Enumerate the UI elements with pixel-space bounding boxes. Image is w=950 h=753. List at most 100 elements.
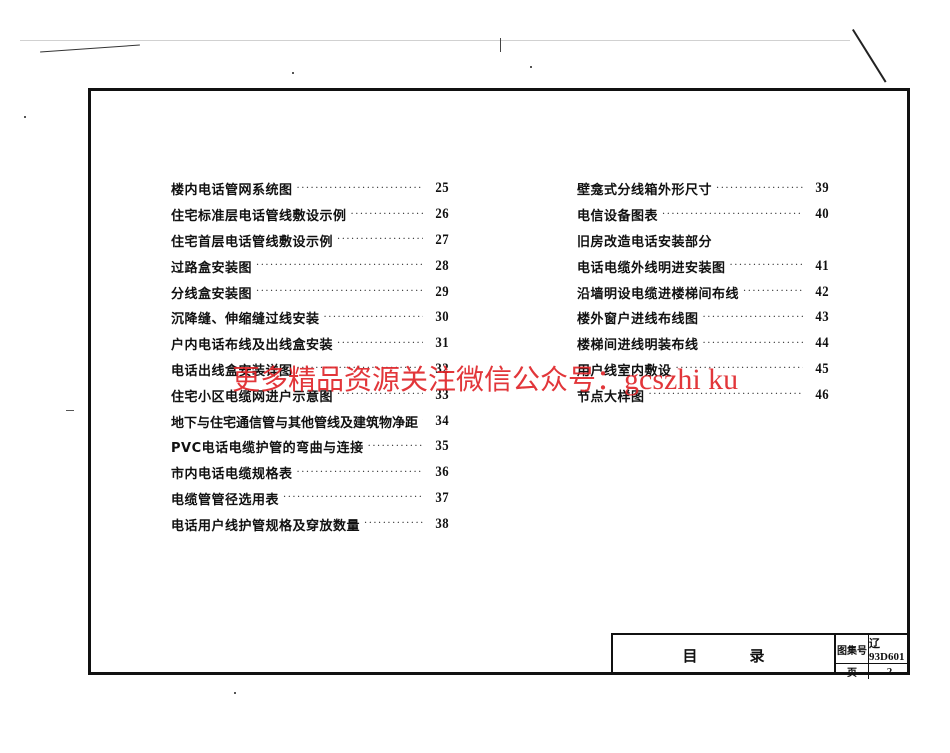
toc-entry: 楼内电话管网系统图 25 — [171, 176, 449, 202]
toc-entry-page: 41 — [815, 257, 829, 274]
toc-leader-dots — [297, 466, 423, 480]
toc-entry-title: PVC电话电缆护管的弯曲与连接 — [171, 441, 364, 457]
title-block-title: 目 录 — [613, 635, 836, 675]
toc-entry-page: 37 — [435, 489, 449, 506]
page-number-value: 2 — [886, 665, 893, 678]
toc-leader-dots — [337, 233, 423, 247]
toc-entry: 分线盒安装图 29 — [171, 279, 449, 305]
toc-leader-dots — [662, 208, 803, 222]
toc-entry: 电信设备图表 40 — [577, 202, 829, 228]
toc-entry: 住宅首层电话管线敷设示例27 — [171, 228, 449, 254]
toc-entry-title: 住宅小区电缆网进户示意图 — [171, 389, 334, 405]
toc-entry: 沿墙明设电缆进楼梯间布线 42 — [577, 279, 829, 305]
toc-leader-dots — [297, 182, 423, 196]
toc-entry-page: 28 — [435, 257, 449, 274]
toc-entry-title: 电话出线盒安装详图 — [171, 363, 293, 379]
atlas-number-label: 图集号 — [836, 635, 869, 664]
toc-entry-page: 46 — [815, 386, 829, 403]
toc-entry-page: 44 — [815, 335, 829, 352]
toc-entry-page: 39 — [815, 180, 829, 197]
toc-leader-dots — [368, 440, 423, 454]
toc-entry: 用户线室内敷设 45 — [577, 357, 829, 383]
atlas-number-value: 辽93D601 — [869, 635, 910, 664]
toc-entry: 住宅小区电缆网进户示意图 33 — [171, 382, 449, 408]
scan-speck — [24, 116, 26, 118]
toc-entry-title: 沿墙明设电缆进楼梯间布线 — [577, 286, 740, 302]
toc-entry-title: 住宅标准层电话管线敷设示例 — [171, 209, 347, 225]
title-block-info: 图集号 辽93D601 页 2 — [836, 635, 910, 679]
toc-entry: 户内电话布线及出线盒安装31 — [171, 331, 449, 357]
toc-entry: 电话出线盒安装详图 32 — [171, 357, 449, 383]
page-label: 页 — [836, 664, 869, 679]
toc-entry-page: 26 — [435, 206, 449, 223]
toc-entry-page: 27 — [435, 231, 449, 248]
toc-entry-title: 市内电话电缆规格表 — [171, 467, 293, 483]
toc-entry-title: 楼内电话管网系统图 — [171, 183, 293, 199]
toc-entry-title: 节点大样图 — [577, 389, 645, 405]
toc-entry: 地下与住宅通信管与其他管线及建筑物净距34 — [171, 408, 449, 434]
toc-leader-dots — [337, 388, 423, 402]
toc-entry: 节点大样图 46 — [577, 382, 829, 408]
toc-entry: 过路盒安装图 28 — [171, 253, 449, 279]
toc-leader-dots — [324, 311, 423, 325]
toc-leader-dots — [422, 414, 423, 428]
toc-entry-page: 34 — [435, 412, 449, 429]
toc-entry-title: 过路盒安装图 — [171, 260, 253, 276]
toc-leader-dots — [716, 182, 803, 196]
toc-entry-title: 电信设备图表 — [577, 209, 659, 225]
toc-entry-page: 35 — [435, 438, 449, 455]
toc-leader-dots — [256, 285, 423, 299]
toc-entry-page: 38 — [435, 515, 449, 532]
toc-entry-title: 分线盒安装图 — [171, 286, 253, 302]
toc-entry: 楼外窗户进线布线图 43 — [577, 305, 829, 331]
toc-leader-dots — [297, 362, 423, 376]
toc-entry-page: 25 — [435, 180, 449, 197]
toc-entry-page: 29 — [435, 283, 449, 300]
toc-leader-dots — [256, 259, 423, 273]
toc-entry: 沉降缝、伸缩缝过线安装 30 — [171, 305, 449, 331]
toc-entry-title: 电话电缆外线明进安装图 — [577, 260, 726, 276]
toc-leader-dots — [703, 337, 803, 351]
scan-speck — [234, 692, 236, 694]
drawing-frame — [88, 88, 910, 675]
toc-leader-dots — [364, 517, 423, 531]
scan-speck — [530, 66, 532, 68]
toc-entry-title: 楼梯间进线明装布线 — [577, 338, 699, 354]
toc-leader-dots — [730, 259, 803, 273]
toc-leader-dots — [649, 388, 803, 402]
toc-section-heading: 旧房改造电话安装部分 — [577, 228, 829, 254]
toc-entry: 壁龛式分线箱外形尺寸 39 — [577, 176, 829, 202]
toc-leader-dots — [676, 362, 803, 376]
toc-entry: 电缆管管径选用表 37 — [171, 486, 449, 512]
toc-left-column: 楼内电话管网系统图 25 住宅标准层电话管线敷设示例 26 住宅首层电话管线敷设示例… — [171, 176, 449, 537]
toc-entry: 住宅标准层电话管线敷设示例 26 — [171, 202, 449, 228]
toc-entry-title: 用户线室内敷设 — [577, 363, 672, 379]
toc-leader-dots — [703, 311, 803, 325]
scan-speck — [292, 72, 294, 74]
toc-entry-title: 楼外窗户进线布线图 — [577, 312, 699, 328]
toc-entry-title: 电缆管管径选用表 — [171, 492, 280, 508]
toc-entry-page: 32 — [435, 360, 449, 377]
toc-section-title: 旧房改造电话安装部分 — [577, 234, 713, 250]
toc-entry-title: 电话用户线护管规格及穿放数量 — [171, 518, 361, 534]
scan-speck — [66, 410, 74, 411]
title-char: 目 — [682, 646, 698, 665]
toc-leader-dots — [337, 337, 423, 351]
toc-entry-page: 42 — [815, 283, 829, 300]
toc-entry-page: 45 — [815, 360, 829, 377]
toc-leader-dots — [743, 285, 803, 299]
toc-entry-title: 户内电话布线及出线盒安装 — [171, 338, 334, 354]
toc-entry-page: 40 — [815, 206, 829, 223]
toc-entry-page: 33 — [435, 386, 449, 403]
toc-entry: 楼梯间进线明装布线 44 — [577, 331, 829, 357]
toc-entry-title: 壁龛式分线箱外形尺寸 — [577, 183, 713, 199]
toc-entry-page: 43 — [815, 309, 829, 326]
title-char: 录 — [749, 646, 765, 665]
toc-leader-dots — [351, 208, 423, 222]
scan-artifact-line — [500, 38, 501, 52]
toc-entry-page: 30 — [435, 309, 449, 326]
toc-entry: 电话电缆外线明进安装图 41 — [577, 253, 829, 279]
toc-entry-title: 沉降缝、伸缩缝过线安装 — [171, 312, 320, 328]
scan-artifact-line — [20, 40, 850, 41]
toc-entry: PVC电话电缆护管的弯曲与连接 35 — [171, 434, 449, 460]
